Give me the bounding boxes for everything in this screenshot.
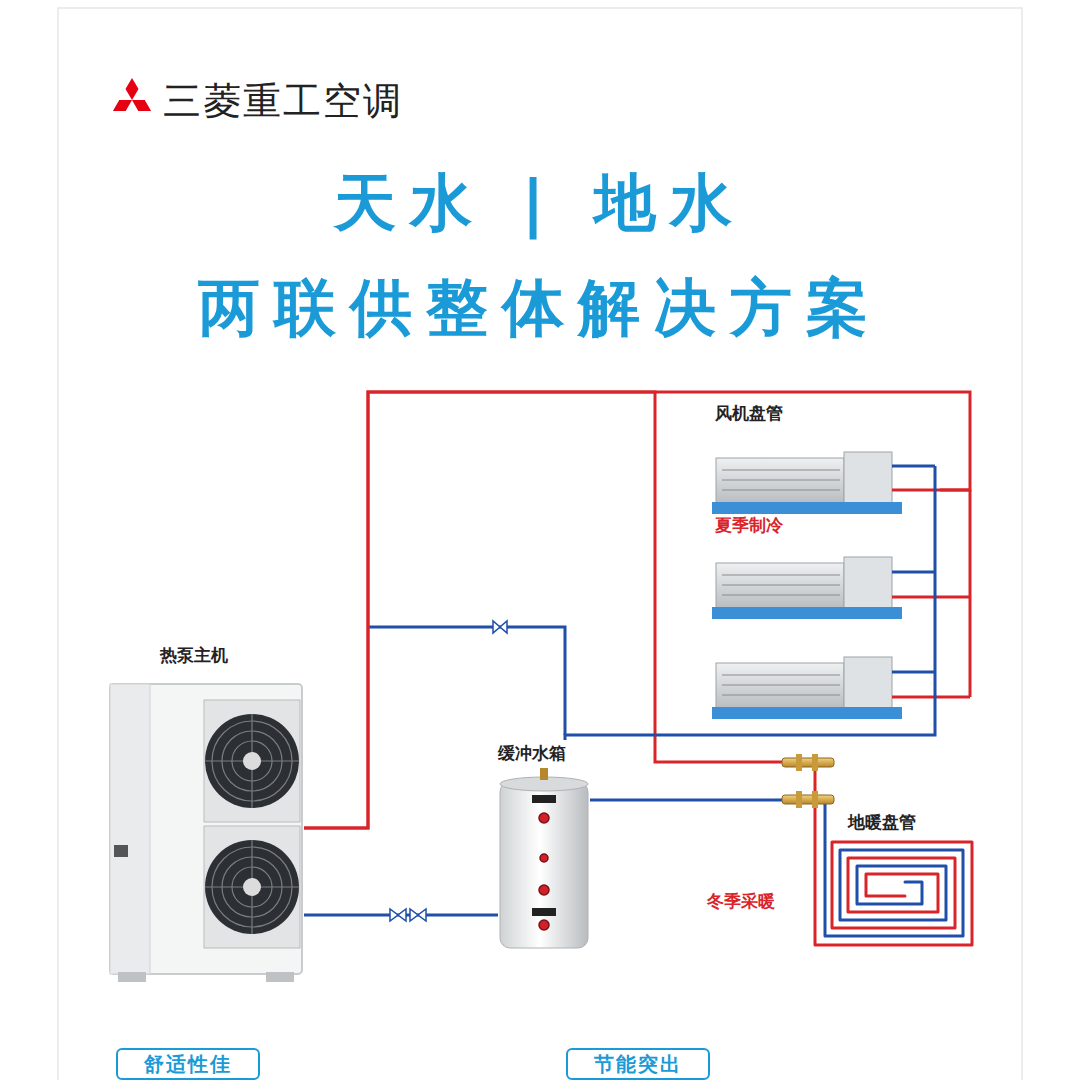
pipe-line: [304, 392, 815, 828]
fan-coil-group: 风机盘管: [705, 398, 940, 730]
water-pipe: [565, 730, 935, 740]
node-heading: 热泵主机: [160, 644, 228, 667]
node-heading: 舒适性佳: [144, 1051, 232, 1078]
water-pipe: [590, 800, 825, 805]
pipe-line: [304, 392, 970, 828]
pipe-line: [590, 800, 825, 805]
page-frame: [58, 8, 1022, 1080]
logo-mark: [113, 78, 151, 111]
node-heading: 风机盘管: [715, 402, 783, 425]
valve-symbol: [390, 909, 426, 921]
buffer-tank-illustration: [500, 768, 588, 948]
floor-heating-coil: [815, 805, 972, 945]
water-pipe: [304, 392, 970, 828]
season-note: 夏季制冷: [715, 514, 783, 537]
fan-coil-piping: [892, 466, 970, 730]
pipe-line: [304, 914, 498, 917]
heat-pump-unit: 热泵主机: [108, 640, 304, 980]
season-note: 冬季采暖: [707, 890, 775, 913]
node-heading: 节能突出: [594, 1051, 682, 1078]
fan-coil-illustration: [712, 452, 902, 719]
node-heading: 缓冲水箱: [498, 742, 566, 765]
main-title: 天水 | 地水 两联供整体解决方案: [140, 150, 940, 360]
buffer-tank: 缓冲水箱: [498, 740, 590, 955]
manifold: [782, 754, 834, 808]
water-pipe: [304, 392, 815, 828]
feature-box: 节能突出: [566, 1048, 710, 1080]
floor-heating-loop: 地暖盘管: [800, 805, 980, 953]
bypass-pipe: [368, 621, 565, 735]
logo-text: 三菱重工空调: [163, 76, 403, 127]
heat-pump-illustration: [110, 684, 302, 982]
water-pipe: [304, 915, 498, 916]
feature-box: 舒适性佳: [116, 1048, 260, 1080]
pipe-line: [565, 730, 935, 740]
node-heading: 地暖盘管: [848, 811, 916, 834]
